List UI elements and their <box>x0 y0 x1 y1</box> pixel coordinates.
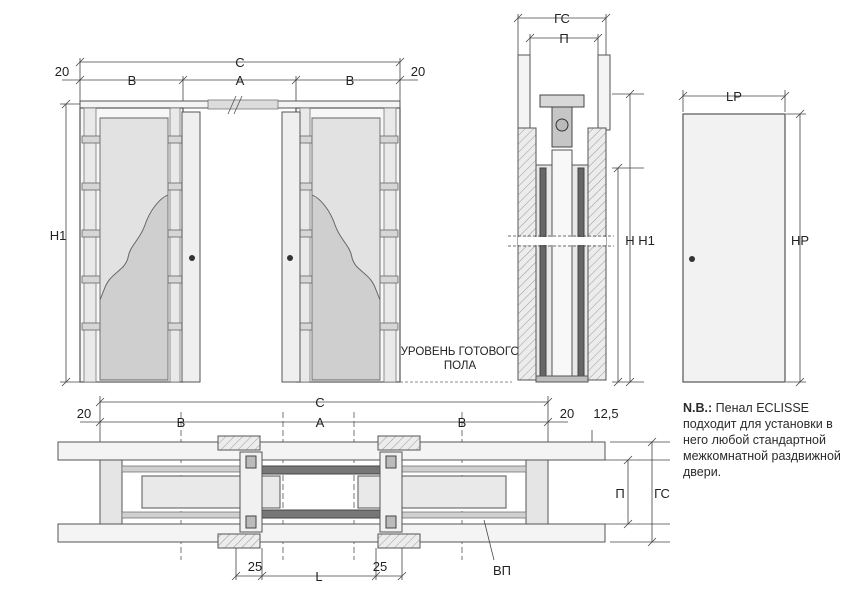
front-dimension-lines <box>60 57 418 387</box>
section-total-thickness: ГС <box>554 11 570 26</box>
front-height-label: H1 <box>50 228 67 243</box>
section-inner-thickness: П <box>559 31 568 46</box>
plan-inner-thickness: П <box>615 486 624 501</box>
door-width-label: LP <box>726 89 742 104</box>
section-view: ГС П H H1 <box>508 11 655 387</box>
plan-view: C A B B 20 20 12,5 <box>57 395 670 584</box>
right-pocket-frame <box>281 107 401 383</box>
plan-overall-label: C <box>315 395 324 410</box>
plan-total-thickness: ГС <box>654 486 670 501</box>
left-wall-section <box>517 127 537 381</box>
plan-wall-top <box>57 441 606 461</box>
front-left-leaf-label: B <box>128 73 137 88</box>
plan-opening-label: A <box>316 415 325 430</box>
note-lead: N.B.: <box>683 401 713 415</box>
floor-label-line1: УРОВЕНЬ ГОТОВОГО <box>401 346 520 358</box>
right-wall-section <box>587 127 607 381</box>
plan-frame-left: 25 <box>248 559 262 574</box>
plan-top-offset: 12,5 <box>593 406 618 421</box>
front-view: C A B B 20 20 H1 <box>50 55 520 387</box>
front-right-leaf-label: B <box>346 73 355 88</box>
plan-passage-label: L <box>315 569 322 584</box>
front-left-margin: 20 <box>55 64 69 79</box>
left-pocket-frame <box>79 107 201 383</box>
front-overall-label: C <box>235 55 244 70</box>
floor-label-line2: ПОЛА <box>444 360 477 372</box>
plan-left-margin: 20 <box>77 406 91 421</box>
installation-note: N.B.: Пенал ECLISSE подходит для установ… <box>683 400 853 480</box>
door-height-label: HP <box>791 233 809 248</box>
plan-left-leaf-label: B <box>177 415 186 430</box>
door-panel <box>682 113 786 383</box>
note-text: Пенал ECLISSE подходит для установки в н… <box>683 401 841 479</box>
plan-right-margin: 20 <box>560 406 574 421</box>
plan-right-leaf-label: B <box>458 415 467 430</box>
section-height-label: H H1 <box>625 233 655 248</box>
plan-frame-right: 25 <box>373 559 387 574</box>
front-opening-label: A <box>236 73 245 88</box>
front-right-margin: 20 <box>411 64 425 79</box>
door-knob <box>689 256 695 262</box>
door-view: LP HP <box>678 89 809 387</box>
plan-passage-height: ВП <box>493 563 511 578</box>
plan-wall-bottom <box>57 523 606 543</box>
